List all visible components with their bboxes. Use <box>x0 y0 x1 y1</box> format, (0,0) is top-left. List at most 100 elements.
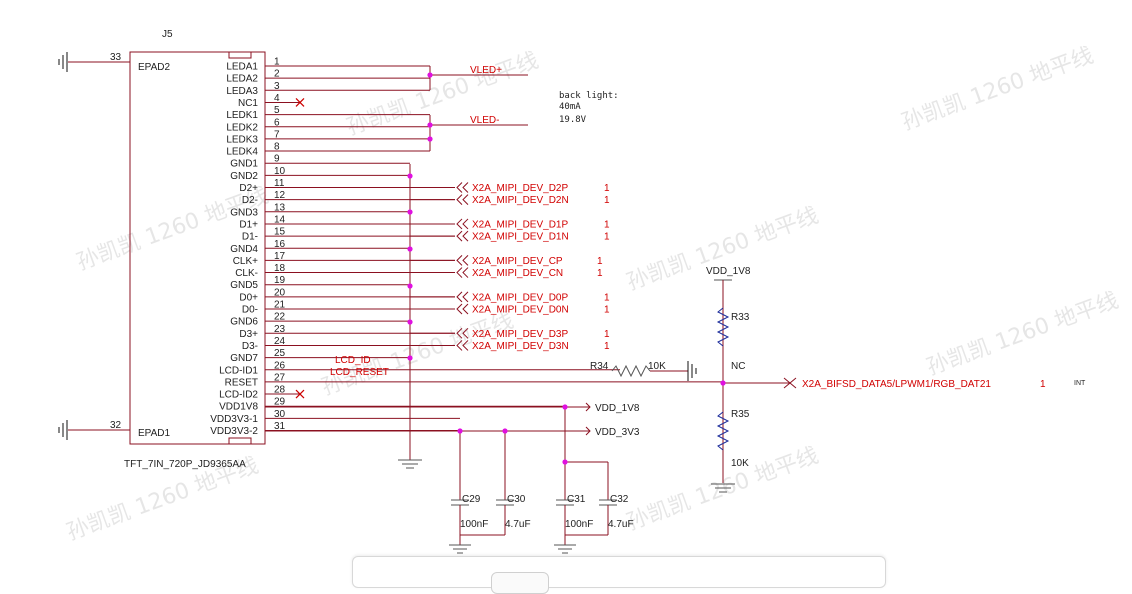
reset-wiring: X2A_BIFSD_DATA5/LPWM1/RGB_DAT21 1 INT VD… <box>706 266 1086 483</box>
pin-name: D1- <box>242 232 258 243</box>
capacitor-value: 100nF <box>460 519 488 530</box>
resistor-r35[interactable]: R35 10K <box>716 409 750 469</box>
pin-name: LEDK4 <box>226 147 258 158</box>
junction-dot <box>457 428 463 434</box>
capacitor-value: 4.7uF <box>505 519 531 530</box>
pin-name: RESET <box>225 377 258 388</box>
junction-dot <box>720 380 726 386</box>
toolbar-button[interactable] <box>491 572 549 594</box>
mipi-port-sheet: 1 <box>604 305 610 316</box>
pin-number: 24 <box>274 336 286 347</box>
capacitor-ref: C29 <box>462 494 481 505</box>
pin-name: LCD-ID1 <box>219 365 258 376</box>
connector-key-top <box>228 51 252 59</box>
resistor-ref: R33 <box>731 312 750 323</box>
pin-name: GND6 <box>230 317 258 328</box>
junction-dot <box>407 283 413 289</box>
junction-dot <box>562 404 568 410</box>
mipi-port-label: X2A_MIPI_DEV_D1N <box>472 232 569 243</box>
pin-name: NC1 <box>238 98 258 109</box>
junction-dot <box>427 122 433 128</box>
capacitor[interactable]: C30 4.7uF <box>496 494 531 535</box>
connector-key-bottom <box>228 437 252 445</box>
pin-number: 3 <box>274 81 280 92</box>
junction-dot <box>407 246 413 252</box>
pin-number: 16 <box>274 239 286 250</box>
net-label-lcd-reset: LCD_RESET <box>330 367 389 378</box>
pin-number: 22 <box>274 312 286 323</box>
pin-number: 13 <box>274 202 286 213</box>
pin-name: LEDA3 <box>226 86 258 97</box>
mipi-port-sheet: 1 <box>604 219 610 230</box>
mipi-port-label: X2A_MIPI_DEV_CP <box>472 256 563 267</box>
pin-number: 19 <box>274 275 286 286</box>
pin-number: 12 <box>274 190 286 201</box>
pin-number: 20 <box>274 287 286 298</box>
pin-number: 30 <box>274 409 286 420</box>
mipi-port-label: X2A_MIPI_DEV_D0P <box>472 292 568 303</box>
pin-number: 18 <box>274 263 286 274</box>
mipi-port[interactable]: X2A_MIPI_DEV_CP 1 <box>410 255 603 267</box>
mipi-port[interactable]: X2A_MIPI_DEV_D3N 1 <box>410 340 610 352</box>
pin-number: 28 <box>274 385 286 396</box>
resistor-r34[interactable]: R34 10K <box>590 361 697 381</box>
pin-number: 33 <box>110 52 122 63</box>
pin-name: GND5 <box>230 280 258 291</box>
mipi-port-label: X2A_MIPI_DEV_D3N <box>472 341 569 352</box>
pin-number: 10 <box>274 166 286 177</box>
mipi-port-label: X2A_MIPI_DEV_D2N <box>472 195 569 206</box>
pin-number: 1 <box>274 57 280 68</box>
mipi-port-label: X2A_MIPI_DEV_D3P <box>472 329 568 340</box>
watermark: 孙凯凯 1260 地平线 <box>899 43 1097 136</box>
pin-name: CLK+ <box>233 256 258 267</box>
junctions <box>407 72 726 465</box>
bottom-toolbar <box>352 556 886 594</box>
pin-number: 31 <box>274 421 286 432</box>
resistor-value: 10K <box>731 458 749 469</box>
ground-icon <box>449 544 471 554</box>
backlight-note-line: back light: <box>559 91 619 101</box>
pin-name: LCD-ID2 <box>219 390 258 401</box>
mipi-port-sheet: 1 <box>597 256 603 267</box>
pin-name: LEDK1 <box>226 110 258 121</box>
ground-icon <box>398 459 422 469</box>
port-bifsd[interactable]: X2A_BIFSD_DATA5/LPWM1/RGB_DAT21 <box>802 379 991 390</box>
epad-wiring: 33 EPAD2 32 EPAD1 <box>58 52 170 440</box>
capacitor-ref: C30 <box>507 494 526 505</box>
mipi-port-sheet: 1 <box>604 341 610 352</box>
pin-name: GND2 <box>230 171 258 182</box>
ground-icon <box>554 544 576 554</box>
pin-name: D0- <box>242 305 258 316</box>
resistor-r33[interactable]: R33 NC <box>716 307 750 372</box>
mipi-port-label: X2A_MIPI_DEV_D2P <box>472 183 568 194</box>
net-label-vled-minus: VLED- <box>470 115 499 126</box>
pin-name: D3- <box>242 341 258 352</box>
pin-number: 8 <box>274 142 280 153</box>
pin-name: VDD3V3-1 <box>210 414 258 425</box>
pin-name: GND4 <box>230 244 258 255</box>
pin-number: 26 <box>274 360 286 371</box>
net-label-lcd-id: LCD_ID <box>335 355 371 366</box>
junction-dot <box>427 136 433 142</box>
mipi-port-label: X2A_MIPI_DEV_CN <box>472 268 563 279</box>
capacitor-value: 100nF <box>565 519 593 530</box>
connector-part: TFT_7IN_720P_JD9365AA <box>124 459 246 470</box>
junction-dot <box>407 319 413 325</box>
port-sheet-ref: 1 <box>1040 379 1046 390</box>
pin-number: 32 <box>110 420 122 431</box>
pin-number: 4 <box>274 93 280 104</box>
capacitor[interactable]: C29 100nF <box>451 494 488 535</box>
